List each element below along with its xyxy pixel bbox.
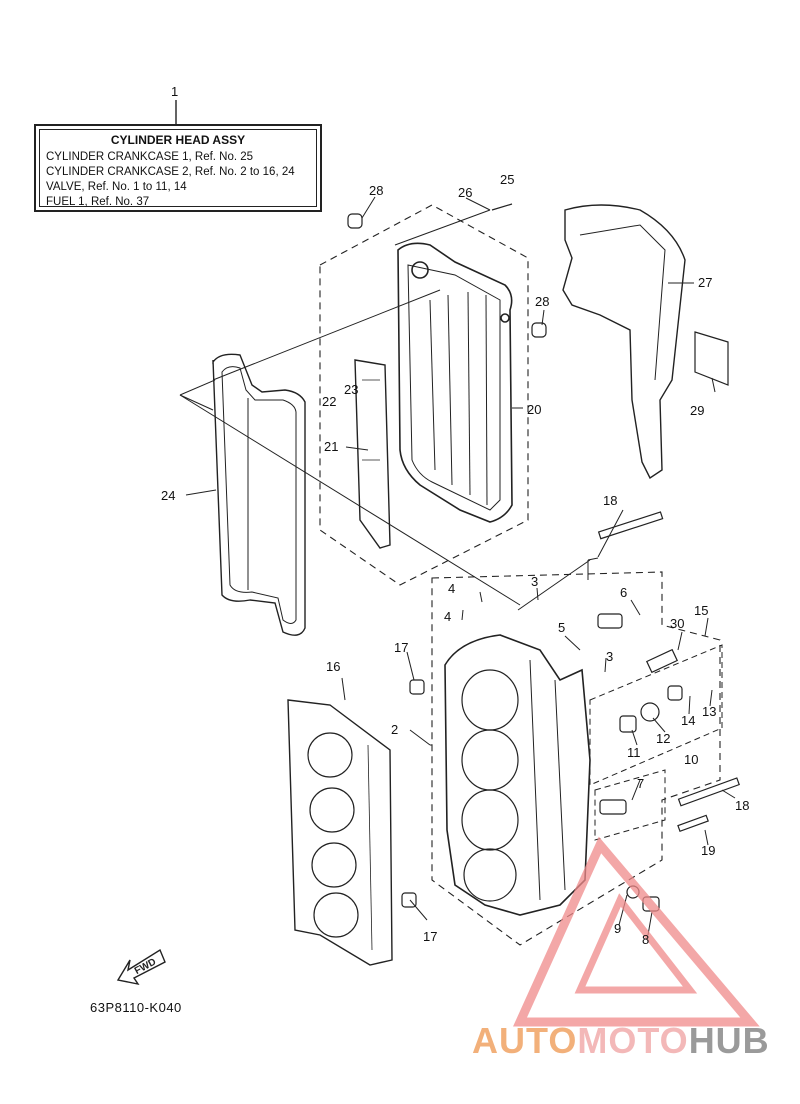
watermark-triangle-icon (513, 836, 760, 1027)
diagram-code: 63P8110-K040 (90, 1000, 182, 1015)
callout-18: 18 (735, 798, 750, 813)
callout-17: 17 (394, 640, 409, 655)
callout-7: 7 (637, 776, 645, 791)
legend-line: FUEL 1, Ref. No. 37 (46, 196, 150, 208)
watermark-part-hub: HUB (688, 1020, 770, 1061)
callout-9: 9 (614, 921, 622, 936)
callout-3: 3 (606, 649, 614, 664)
fwd-label: FWD (133, 957, 158, 977)
callout-15: 15 (694, 603, 709, 618)
callout-13: 13 (702, 704, 717, 719)
callout-28: 28 (535, 294, 550, 309)
gasket-21 (354, 359, 391, 549)
side-cover-27 (562, 204, 686, 480)
callout-8: 8 (642, 932, 650, 947)
callout-16: 16 (326, 659, 341, 674)
gasket-12 (640, 702, 660, 722)
callout-25: 25 (500, 172, 515, 187)
sensor-30 (645, 648, 679, 674)
callout-30: 30 (670, 616, 685, 631)
callout-6: 6 (620, 585, 628, 600)
dashed-box-thermo (589, 644, 723, 786)
callout-24: 24 (161, 488, 176, 503)
gasket-24 (212, 353, 306, 636)
screw-25 (491, 203, 513, 211)
legend-box: CYLINDER HEAD ASSY CYLINDER CRANKCASE 1,… (34, 124, 322, 212)
grommet-28a (347, 213, 363, 229)
cylinder-head-2 (444, 634, 591, 916)
clamp-6 (597, 613, 623, 629)
bolt-18a (597, 511, 664, 540)
watermark-logo: AUTOMOTOHUB (472, 1020, 770, 1062)
callout-10: 10 (684, 752, 699, 767)
grommet-28b (531, 322, 547, 338)
callout-28: 28 (369, 183, 384, 198)
dashed-box-lower (431, 571, 721, 946)
legend-line: CYLINDER CRANKCASE 2, Ref. No. 2 to 16, … (46, 166, 295, 178)
callout-2: 2 (391, 722, 399, 737)
bolt-18b (677, 777, 740, 807)
cap-11 (619, 715, 637, 733)
callout-1: 1 (171, 84, 179, 99)
callout-18: 18 (603, 493, 618, 508)
callout-20: 20 (527, 402, 542, 417)
callout-12: 12 (656, 731, 671, 746)
head-cover-20 (397, 242, 513, 523)
callout-29: 29 (690, 403, 705, 418)
bolt-19 (677, 814, 709, 833)
callout-5: 5 (558, 620, 566, 635)
label-29 (694, 331, 729, 386)
watermark-part-moto: MOTO (577, 1020, 689, 1061)
dashed-box-upper (319, 204, 529, 586)
callout-22: 22 (322, 394, 337, 409)
callout-27: 27 (698, 275, 713, 290)
callout-4: 4 (448, 581, 456, 596)
dashed-box-7 (594, 769, 666, 841)
callout-14: 14 (681, 713, 696, 728)
callout-4: 4 (444, 609, 452, 624)
sensor-14 (667, 685, 683, 701)
callout-26: 26 (458, 185, 473, 200)
callout-19: 19 (701, 843, 716, 858)
fwd-arrow-icon (116, 948, 166, 986)
dowel-17b (401, 892, 417, 908)
callout-17: 17 (423, 929, 438, 944)
callout-11: 11 (627, 745, 641, 760)
watermark-part-auto: AUTO (472, 1020, 578, 1061)
callout-23: 23 (344, 382, 359, 397)
legend-line: VALVE, Ref. No. 1 to 11, 14 (46, 181, 187, 193)
head-gasket-16 (287, 699, 393, 966)
legend-title: CYLINDER HEAD ASSY (110, 133, 246, 147)
callout-21: 21 (324, 439, 339, 454)
legend-line: CYLINDER CRANKCASE 1, Ref. No. 25 (46, 151, 254, 163)
clamp-7 (599, 799, 627, 815)
dowel-17a (409, 679, 425, 695)
callout-3: 3 (531, 574, 539, 589)
